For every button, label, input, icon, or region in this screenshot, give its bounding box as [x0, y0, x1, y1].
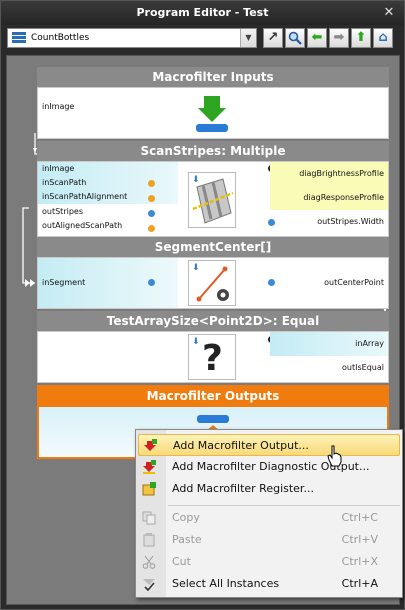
port-status-icon — [268, 219, 275, 226]
menu-item-label: Add Macrofilter Register... — [172, 482, 314, 495]
arrow-up-icon[interactable]: ⬆ — [351, 28, 371, 48]
block-title: TestArraySize<Point2D>: Equal — [37, 311, 389, 331]
scanstripes-block[interactable]: ScanStripes: Multiple inImage inScanPath… — [37, 141, 389, 237]
close-icon[interactable]: ✕ — [383, 5, 395, 20]
menu-item-label: Select All Instances — [172, 577, 280, 590]
block-title: Macrofilter Inputs — [37, 67, 389, 87]
scissors-icon — [142, 555, 156, 569]
arrow-down-icon: ⬇ — [192, 263, 200, 273]
menu-item-copy[interactable]: Copy Ctrl+C — [138, 507, 400, 529]
port-status-icon — [148, 279, 155, 286]
port-status-icon — [148, 225, 155, 232]
home-icon[interactable]: ⌂ — [373, 28, 393, 48]
menu-item-add-macrofilter-output[interactable]: Add Macrofilter Output... — [138, 434, 400, 456]
menu-item-label: Paste — [172, 533, 202, 546]
segment-center-icon: ⬇ — [188, 260, 236, 306]
toolbar: CountBottles ▼ ↗ ⬅ ➡ ⬆ ⌂ — [5, 27, 400, 51]
select-all-icon — [143, 579, 155, 591]
download-icon — [188, 90, 236, 136]
window-title: Program Editor - Test — [136, 6, 269, 19]
port-inscanpathalignment[interactable]: inScanPathAlignment — [38, 190, 178, 204]
port-inimage[interactable]: inImage — [42, 102, 75, 111]
arrow-down-icon: ⬇ — [192, 175, 200, 185]
port-inarray[interactable]: inArray — [270, 332, 388, 356]
block-title: ScanStripes: Multiple — [37, 141, 389, 161]
block-title: SegmentCenter[] — [37, 237, 389, 257]
port-diagbrightnessprofile[interactable]: diagBrightnessProfile — [270, 162, 388, 186]
port-status-icon — [148, 195, 155, 202]
menu-item-shortcut: Ctrl+V — [341, 533, 378, 546]
segmentcenter-block[interactable]: SegmentCenter[] inSegment ⬇ outCenterPoi… — [37, 237, 389, 309]
port-outstripes[interactable]: outStripes — [42, 207, 83, 216]
add-register-icon — [142, 482, 156, 496]
menu-item-label: Add Macrofilter Output... — [173, 439, 309, 452]
program-selector[interactable]: CountBottles ▼ — [7, 28, 257, 48]
port-diagresponseprofile[interactable]: diagResponseProfile — [270, 186, 388, 210]
port-status-icon — [148, 210, 155, 217]
list-icon — [12, 31, 28, 45]
arrow-right-icon[interactable]: ➡ — [329, 28, 349, 48]
menu-item-shortcut: Ctrl+C — [341, 511, 378, 524]
program-selector-value: CountBottles — [31, 33, 90, 43]
menu-item-label: Copy — [172, 511, 200, 524]
port-inscanpath[interactable]: inScanPath — [38, 176, 178, 190]
program-canvas[interactable]: Macrofilter Inputs inImage ScanStripes: … — [6, 55, 400, 605]
add-diagnostic-output-icon — [143, 460, 156, 474]
question-mark-icon: ⬇ ? — [188, 334, 236, 380]
search-icon[interactable] — [285, 28, 305, 48]
copy-icon — [142, 511, 156, 525]
add-output-icon — [144, 439, 157, 451]
menu-item-add-macrofilter-register[interactable]: Add Macrofilter Register... — [138, 478, 400, 500]
macrofilter-inputs-block[interactable]: Macrofilter Inputs inImage — [37, 67, 389, 139]
arrow-left-icon[interactable]: ⬅ — [307, 28, 327, 48]
menu-item-shortcut: Ctrl+X — [341, 555, 378, 568]
port-outalignedscanpath[interactable]: outAlignedScanPath — [42, 221, 123, 230]
arrow-down-icon: ⬇ — [192, 337, 200, 347]
testarraysize-block[interactable]: TestArraySize<Point2D>: Equal ⬇ ? inArra… — [37, 311, 389, 383]
port-outisequal[interactable]: outIsEqual — [342, 363, 384, 372]
menu-item-paste[interactable]: Paste Ctrl+V — [138, 529, 400, 551]
scan-stripes-icon: ⬇ — [188, 172, 236, 228]
title-bar: Program Editor - Test ✕ — [1, 1, 404, 25]
menu-item-cut[interactable]: Cut Ctrl+X — [138, 551, 400, 573]
port-insegment[interactable]: inSegment — [42, 278, 86, 287]
menu-item-add-macrofilter-diagnostic-output[interactable]: Add Macrofilter Diagnostic Output... — [138, 456, 400, 478]
port-outcenterpoint[interactable]: outCenterPoint — [324, 278, 384, 287]
hand-cursor-icon — [327, 445, 342, 467]
block-title: Macrofilter Outputs — [38, 386, 388, 406]
menu-item-shortcut: Ctrl+A — [341, 577, 378, 590]
paste-icon — [143, 533, 155, 547]
context-menu: Add Macrofilter Output... Add Macrofilte… — [135, 429, 403, 598]
port-outstripes-width[interactable]: outStripes.Width — [317, 217, 384, 226]
menu-item-label: Cut — [172, 555, 191, 568]
port-status-icon — [268, 279, 275, 286]
port-inimage[interactable]: inImage — [38, 162, 178, 176]
port-status-icon — [148, 180, 155, 187]
chevron-down-icon[interactable]: ▼ — [240, 29, 256, 47]
menu-item-label: Add Macrofilter Diagnostic Output... — [172, 460, 370, 473]
menu-item-select-all-instances[interactable]: Select All Instances Ctrl+A — [138, 573, 400, 595]
external-link-icon[interactable]: ↗ — [263, 28, 283, 48]
